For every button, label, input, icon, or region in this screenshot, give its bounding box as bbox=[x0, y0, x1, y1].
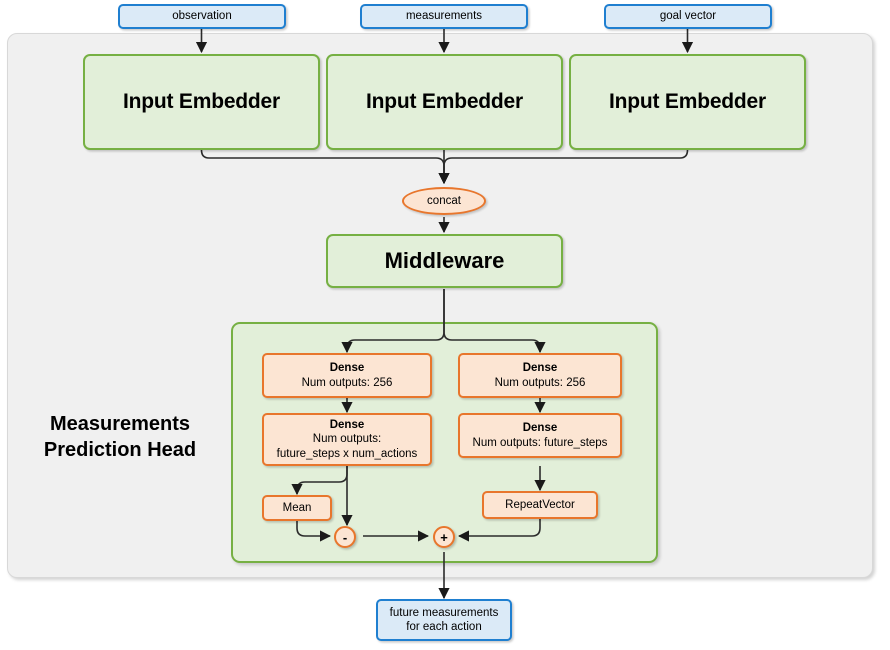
repeat-vector-label: RepeatVector bbox=[505, 498, 575, 511]
left-dense-1-title: Dense bbox=[329, 362, 365, 375]
input-box-goal-vector[interactable]: goal vector bbox=[604, 4, 772, 29]
right-dense-2-title: Dense bbox=[522, 422, 558, 435]
middleware-label: Middleware bbox=[384, 248, 505, 274]
right-dense-1[interactable]: Dense Num outputs: 256 bbox=[458, 353, 622, 398]
right-dense-2-outputs: Num outputs: future_steps bbox=[472, 436, 608, 449]
add-symbol: + bbox=[440, 529, 448, 545]
left-dense-2-title: Dense bbox=[329, 418, 365, 431]
middleware-block[interactable]: Middleware bbox=[326, 234, 563, 288]
mean-label: Mean bbox=[282, 501, 312, 514]
measurements-prediction-head-title: Measurements Prediction Head bbox=[20, 411, 220, 463]
left-dense-1-outputs: Num outputs: 256 bbox=[301, 376, 393, 389]
subtract-operator[interactable]: - bbox=[334, 526, 356, 548]
input-embedder-1-label: Input Embedder bbox=[122, 89, 281, 113]
input-label-goal-vector: goal vector bbox=[659, 10, 717, 23]
left-dense-1[interactable]: Dense Num outputs: 256 bbox=[262, 353, 432, 398]
concat-node[interactable]: concat bbox=[402, 187, 486, 215]
input-box-observation[interactable]: observation bbox=[118, 4, 286, 29]
input-embedder-2[interactable]: Input Embedder bbox=[326, 54, 563, 150]
right-dense-2[interactable]: Dense Num outputs: future_steps bbox=[458, 413, 622, 458]
concat-label: concat bbox=[427, 195, 461, 207]
left-dense-2-outputs-label: Num outputs: bbox=[312, 433, 382, 446]
input-label-measurements: measurements bbox=[405, 10, 483, 23]
output-box-future-measurements[interactable]: future measurements for each action bbox=[376, 599, 512, 641]
input-embedder-3[interactable]: Input Embedder bbox=[569, 54, 806, 150]
head-title-line-1: Measurements bbox=[49, 413, 191, 435]
input-embedder-2-label: Input Embedder bbox=[365, 89, 524, 113]
right-dense-1-outputs: Num outputs: 256 bbox=[494, 376, 586, 389]
input-embedder-3-label: Input Embedder bbox=[608, 89, 767, 113]
input-box-measurements[interactable]: measurements bbox=[360, 4, 528, 29]
left-dense-2[interactable]: Dense Num outputs: future_steps x num_ac… bbox=[262, 413, 432, 466]
input-label-observation: observation bbox=[172, 10, 232, 23]
head-title-line-2: Prediction Head bbox=[43, 439, 197, 461]
input-embedder-1[interactable]: Input Embedder bbox=[83, 54, 320, 150]
subtract-symbol: - bbox=[342, 529, 348, 545]
add-operator[interactable]: + bbox=[433, 526, 455, 548]
repeat-vector-block[interactable]: RepeatVector bbox=[482, 491, 598, 519]
output-label-line-1: future measurements bbox=[389, 606, 499, 619]
right-dense-1-title: Dense bbox=[522, 362, 558, 375]
left-dense-2-outputs-value: future_steps x num_actions bbox=[276, 447, 418, 460]
mean-block[interactable]: Mean bbox=[262, 495, 332, 521]
output-label-line-2: for each action bbox=[406, 621, 482, 633]
